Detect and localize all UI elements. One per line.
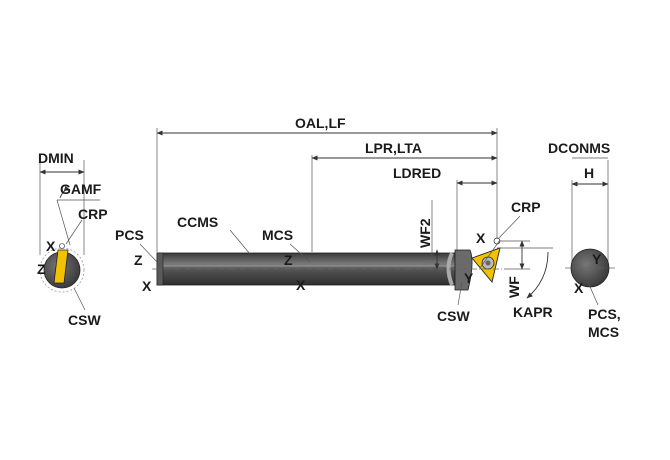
y-head-label: Y xyxy=(464,270,474,286)
x-left-label: X xyxy=(46,238,56,254)
z-shank-mid-label: Z xyxy=(284,252,293,268)
crp-right-label: CRP xyxy=(511,199,541,215)
lpr-lta-label: LPR,LTA xyxy=(365,140,422,156)
insert-left xyxy=(53,249,69,284)
ccms-leader xyxy=(229,229,251,255)
wf2-label: WF2 xyxy=(417,218,433,248)
left-end-view: DMIN GAMF CRP X Z CSW xyxy=(37,150,108,328)
kapr-label: KAPR xyxy=(513,304,553,320)
mcs-label: MCS xyxy=(262,227,293,243)
main-side-view: OAL,LF LPR,LTA LDRED Z X Z X PCS CCMS xyxy=(115,115,553,324)
head-body xyxy=(454,249,473,291)
pcs-end-label-2: MCS xyxy=(588,324,619,340)
z-shank-left-label: Z xyxy=(134,252,143,268)
kapr-arc xyxy=(526,251,549,299)
csw-right-leader xyxy=(457,281,463,306)
mcs-leader xyxy=(289,243,311,263)
x-head-label: X xyxy=(476,230,486,246)
y-end-label: Y xyxy=(592,251,602,267)
wf-label: WF xyxy=(506,276,522,298)
bore-circle xyxy=(39,247,85,293)
crp-right-leader xyxy=(498,215,521,239)
oal-lf-label: OAL,LF xyxy=(295,115,346,131)
crp-left-leader xyxy=(65,219,83,245)
pcs-end-leader xyxy=(587,281,599,306)
gamf-arc xyxy=(59,185,71,199)
gamf-line-a xyxy=(56,199,71,246)
csw-left-leader xyxy=(73,287,86,311)
crp-point-left xyxy=(59,243,65,249)
pcs-end-label-1: PCS, xyxy=(588,306,621,322)
h-label: H xyxy=(584,165,594,181)
csw-left-label: CSW xyxy=(68,312,101,328)
pcs-main-leader xyxy=(139,243,158,263)
pcs-main-label: PCS xyxy=(115,227,144,243)
x-shank-left-label: X xyxy=(142,278,152,294)
gamf-label: GAMF xyxy=(60,181,102,197)
dmin-label: DMIN xyxy=(38,150,74,166)
crp-left-label: CRP xyxy=(78,206,108,222)
z-left-label: Z xyxy=(37,261,46,277)
head-axis-x xyxy=(479,239,501,269)
dconms-label: DCONMS xyxy=(548,140,610,156)
ccms-label: CCMS xyxy=(177,214,218,230)
csw-right-label: CSW xyxy=(437,308,470,324)
ldred-label: LDRED xyxy=(393,165,441,181)
x-end-label: X xyxy=(574,280,584,296)
x-shank-mid-label: X xyxy=(296,277,306,293)
insert-screw-center xyxy=(485,260,491,266)
head-chip-flute xyxy=(446,252,454,286)
right-end-view: DCONMS H Y X PCS, MCS xyxy=(548,140,621,340)
